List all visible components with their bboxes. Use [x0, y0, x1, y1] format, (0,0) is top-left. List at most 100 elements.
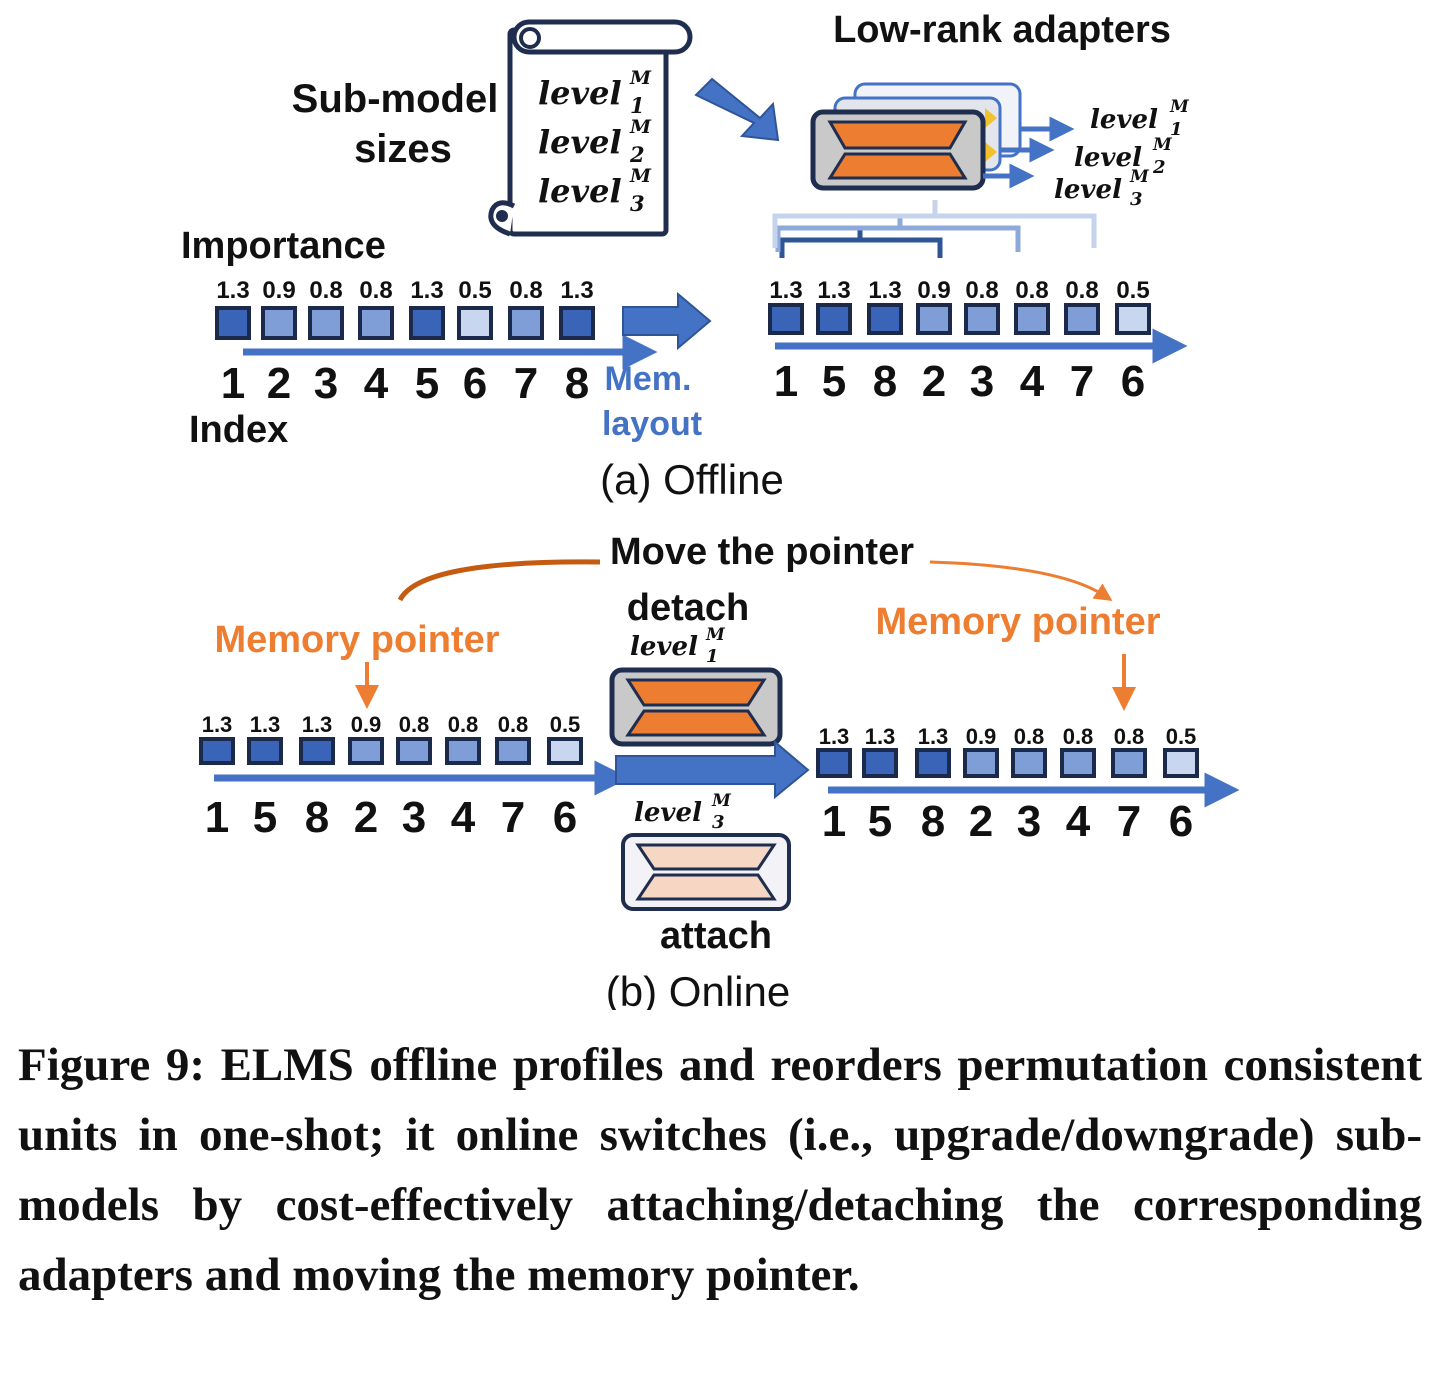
scroll-to-adapters-arrow: [694, 77, 780, 142]
unit-square: [1163, 748, 1199, 778]
unit-index: 3: [970, 357, 994, 406]
svg-text:3: 3: [630, 191, 645, 216]
mem-layout-label: Mem.: [605, 360, 692, 398]
svg-text:M: M: [1152, 135, 1173, 155]
unit-index: 5: [822, 357, 846, 406]
unit-index: 2: [354, 793, 378, 842]
importance-value: 0.5: [1166, 724, 1197, 749]
unit-index: 3: [1017, 797, 1041, 846]
unit-square: [261, 306, 297, 340]
unit-index: 8: [565, 359, 589, 408]
unit-index: 5: [415, 359, 439, 408]
submodel-sizes-label-2: sizes: [354, 127, 452, 171]
online-panel: Move the pointer Memory pointer Memory p…: [199, 531, 1240, 1010]
figure-caption: Figure 9: ELMS offline profiles and reor…: [18, 1039, 1422, 1301]
importance-value: 0.8: [1063, 724, 1094, 749]
unit-square: [915, 748, 951, 778]
unit-square: [508, 306, 544, 340]
importance-value: 0.9: [262, 277, 295, 304]
detach-level-sub: 1: [706, 646, 719, 667]
unit-square: [1115, 303, 1151, 335]
importance-value: 0.8: [965, 277, 998, 304]
unit-index: 2: [922, 357, 946, 406]
importance-value: 1.3: [216, 277, 249, 304]
unit-square: [1064, 303, 1100, 335]
offline-unit-row-original: 1.310.920.830.841.350.560.871.38: [215, 277, 595, 408]
importance-value: 0.8: [498, 712, 529, 737]
attach-label: attach: [660, 915, 772, 957]
unit-index: 1: [774, 357, 798, 406]
svg-text:3: 3: [1130, 189, 1143, 210]
importance-value: 0.9: [917, 277, 950, 304]
detached-adapter: [609, 667, 783, 747]
offline-subtitle: (a) Offline: [600, 456, 784, 503]
unit-square: [358, 306, 394, 340]
unit-square: [547, 737, 583, 765]
unit-index: 8: [873, 357, 897, 406]
unit-square: [768, 303, 804, 335]
unit-square: [916, 303, 952, 335]
importance-value: 0.5: [550, 712, 581, 737]
unit-index: 3: [402, 793, 426, 842]
svg-text:level: level: [538, 123, 622, 161]
svg-text:level: level: [1090, 105, 1158, 135]
reorder-arrow: [622, 291, 712, 351]
online-unit-row-after: 1.311.351.380.920.830.840.870.56: [816, 724, 1199, 846]
importance-value: 0.9: [966, 724, 997, 749]
unit-index: 6: [463, 359, 487, 408]
importance-value: 1.3: [202, 712, 233, 737]
unit-square: [816, 748, 852, 778]
svg-text:level: level: [538, 74, 622, 112]
unit-index: 1: [822, 797, 846, 846]
adapter-output-arrows: [983, 116, 1075, 189]
online-unit-row-before: 1.311.351.380.920.830.840.870.56: [199, 712, 583, 842]
importance-value: 1.3: [817, 277, 850, 304]
adapters-title: Low-rank adapters: [833, 9, 1171, 51]
move-pointer-curve: [397, 559, 601, 602]
importance-value: 0.8: [1065, 277, 1098, 304]
svg-text:level: level: [538, 172, 622, 210]
unit-square: [215, 306, 251, 340]
svg-text:1: 1: [1170, 119, 1183, 140]
importance-value: 1.3: [865, 724, 896, 749]
detach-level-label: level: [630, 632, 698, 662]
unit-index: 1: [221, 359, 245, 408]
svg-text:M: M: [1129, 167, 1150, 187]
attach-level-sub: 3: [712, 812, 725, 833]
unit-index: 4: [1020, 357, 1045, 406]
memory-pointer-label-left: Memory pointer: [214, 619, 499, 661]
svg-text:level: level: [1074, 143, 1142, 173]
importance-value: 0.8: [509, 277, 542, 304]
importance-value: 1.3: [868, 277, 901, 304]
unit-index: 5: [868, 797, 892, 846]
unit-index: 8: [921, 797, 945, 846]
importance-value: 0.5: [458, 277, 491, 304]
detach-level-sup: M: [705, 625, 726, 645]
unit-square: [862, 748, 898, 778]
scroll-icon: [488, 19, 693, 237]
svg-text:M: M: [629, 165, 652, 187]
detach-label: detach: [627, 587, 749, 629]
attach-level-sup: M: [711, 791, 732, 811]
unit-index: 2: [969, 797, 993, 846]
importance-value: 1.3: [560, 277, 593, 304]
submodel-braces: [772, 200, 1097, 258]
unit-square: [495, 737, 531, 765]
importance-label: Importance: [181, 225, 386, 267]
unit-index: 4: [451, 793, 476, 842]
unit-index: 7: [1117, 797, 1141, 846]
svg-text:2: 2: [1152, 157, 1166, 178]
unit-index: 6: [1121, 357, 1145, 406]
svg-text:2: 2: [629, 142, 645, 167]
svg-text:M: M: [1169, 97, 1190, 117]
unit-square: [867, 303, 903, 335]
unit-square: [1060, 748, 1096, 778]
importance-value: 1.3: [410, 277, 443, 304]
unit-index: 4: [1066, 797, 1091, 846]
importance-value: 0.5: [1116, 277, 1149, 304]
unit-index: 4: [364, 359, 389, 408]
unit-square: [1011, 748, 1047, 778]
importance-value: 0.8: [359, 277, 392, 304]
offline-unit-row-reordered: 1.311.351.380.920.830.840.870.56: [768, 277, 1151, 406]
importance-value: 0.9: [351, 712, 382, 737]
